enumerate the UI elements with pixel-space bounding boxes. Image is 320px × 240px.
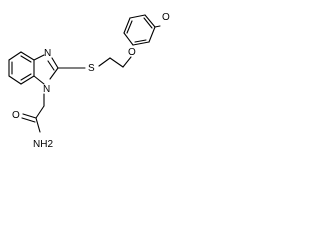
atom-label-nh2: NH2 <box>33 139 53 150</box>
atom-label-o-methoxy: O <box>162 12 170 23</box>
double-bond-carbonyl <box>21 117 36 123</box>
bond <box>20 51 35 61</box>
bond <box>51 57 59 69</box>
double-bond-inner <box>143 17 153 29</box>
bond <box>154 25 161 28</box>
thioether-chain <box>57 56 132 69</box>
structure-diagram: O O S N N O NH2 <box>8 12 170 150</box>
atom-label-n-top: N <box>44 48 51 59</box>
atom-label-o-carbonyl: O <box>12 110 20 121</box>
double-bond-inner <box>20 55 32 63</box>
bond <box>132 41 150 46</box>
bond <box>35 105 45 119</box>
bond <box>33 54 45 61</box>
methoxyphenyl-ring <box>123 14 161 46</box>
bond <box>8 51 22 61</box>
bond <box>35 117 41 133</box>
bond <box>22 113 37 119</box>
imidazole-ring <box>33 54 59 85</box>
bond <box>98 57 111 67</box>
atom-label-n-ring: N <box>43 84 50 95</box>
acetamide-chain <box>21 93 45 133</box>
bond <box>109 57 124 68</box>
bond <box>148 26 156 43</box>
bond <box>20 75 35 85</box>
bond <box>8 75 22 85</box>
double-bond-inner <box>20 73 32 81</box>
bond <box>33 75 45 85</box>
bond <box>123 32 134 46</box>
atom-label-o-ether: O <box>128 47 136 58</box>
bond <box>123 17 131 34</box>
atom-label-s: S <box>88 63 95 74</box>
molecule-canvas: O O S N N O NH2 <box>0 0 175 157</box>
bond <box>122 56 132 68</box>
double-bond-inner <box>126 20 133 34</box>
benzo-ring <box>8 51 35 85</box>
bond <box>129 14 146 19</box>
double-bond-inner <box>134 39 147 43</box>
bond <box>49 67 59 80</box>
bond <box>144 14 156 28</box>
double-bond-inner <box>47 60 55 71</box>
